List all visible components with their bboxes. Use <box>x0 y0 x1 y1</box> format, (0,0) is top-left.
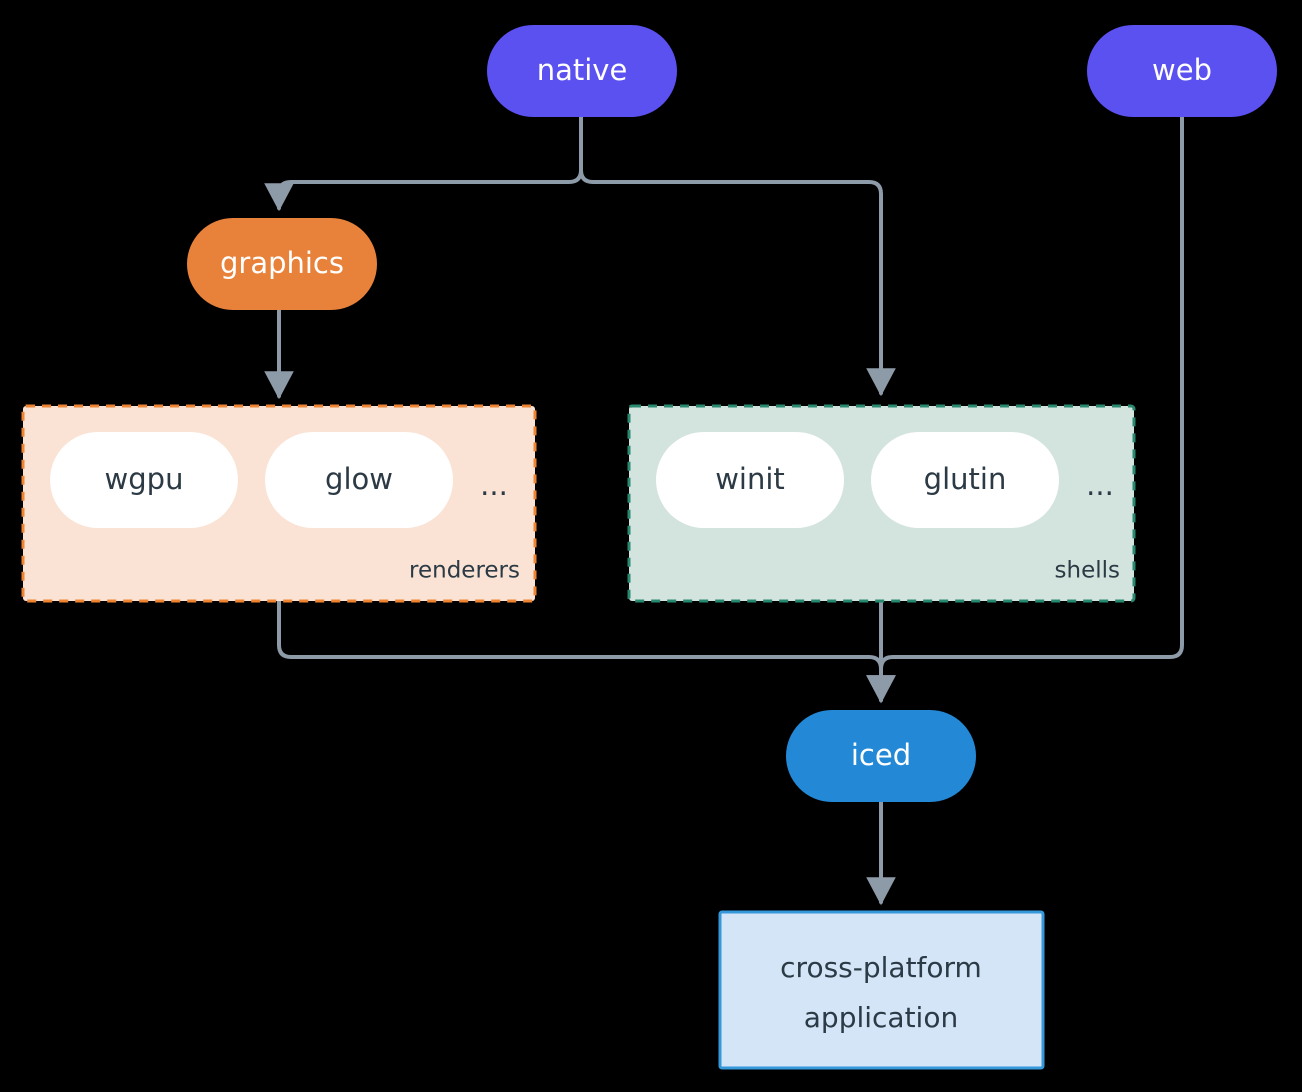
node-iced-label: iced <box>851 738 911 772</box>
edge-layer <box>264 114 1184 906</box>
node-native[interactable]: native <box>487 25 677 117</box>
shells-item-winit[interactable]: winit <box>656 432 844 528</box>
renderers-item-glow[interactable]: glow <box>265 432 453 528</box>
shells-group-caption: shells <box>1055 558 1120 584</box>
renderers-group-caption: renderers <box>409 558 520 584</box>
node-web-pill[interactable] <box>1087 25 1277 117</box>
node-application-label-line1: cross-platform <box>780 951 982 984</box>
node-web[interactable]: web <box>1087 25 1277 117</box>
node-graphics-pill[interactable] <box>187 218 377 310</box>
node-application-label-line2: application <box>804 1001 958 1034</box>
node-native-label: native <box>537 53 628 87</box>
renderers-item-wgpu-label: wgpu <box>105 462 184 496</box>
renderers-item-wgpu[interactable]: wgpu <box>50 432 238 528</box>
node-web-label: web <box>1152 53 1212 87</box>
renderers-item-wgpu-pill[interactable] <box>50 432 238 528</box>
shells-ellipsis: ... <box>1086 468 1114 502</box>
shells-item-glutin-label: glutin <box>924 462 1007 496</box>
node-graphics-label: graphics <box>220 246 344 280</box>
renderers-item-glow-pill[interactable] <box>265 432 453 528</box>
shells-item-winit-label: winit <box>715 462 785 496</box>
node-application-box[interactable] <box>718 910 1045 1070</box>
node-iced-pill[interactable] <box>786 710 976 802</box>
node-native-pill[interactable] <box>487 25 677 117</box>
edge-native-to-shells <box>579 114 896 397</box>
node-graphics[interactable]: graphics <box>187 218 377 310</box>
renderers-item-glow-label: glow <box>325 462 393 496</box>
edge-web-to-iced <box>866 114 1184 704</box>
node-iced[interactable]: iced <box>786 710 976 802</box>
group-shells: winit glutin ... shells <box>627 404 1136 603</box>
shells-item-winit-pill[interactable] <box>656 432 844 528</box>
edge-renderers-to-iced <box>277 599 896 704</box>
shells-item-glutin[interactable]: glutin <box>871 432 1059 528</box>
group-renderers: wgpu glow ... renderers <box>21 404 537 603</box>
node-application[interactable]: cross-platform application <box>718 910 1045 1070</box>
renderers-ellipsis: ... <box>480 468 508 502</box>
edge-native-to-graphics <box>264 114 583 212</box>
shells-item-glutin-pill[interactable] <box>871 432 1059 528</box>
